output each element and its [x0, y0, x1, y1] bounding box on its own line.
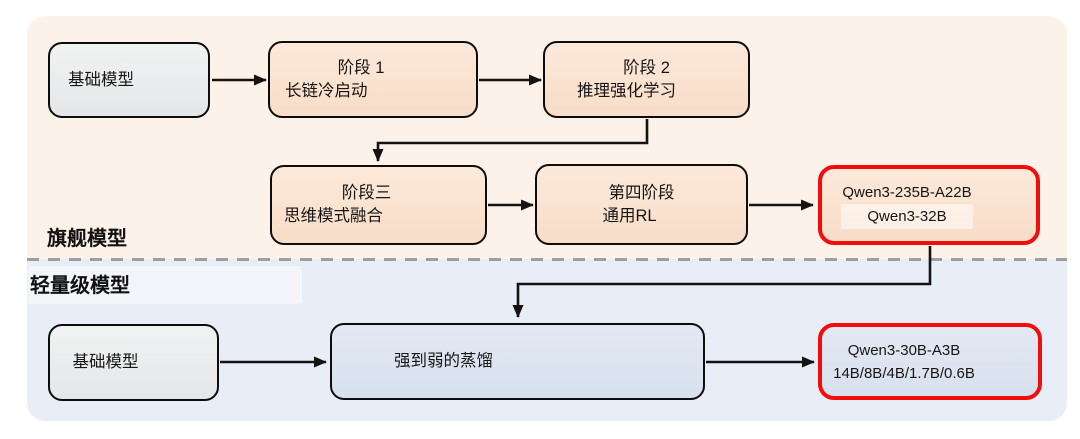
node-stage1-long-cot-cold-start: 阶段 1 长链冷启动 — [268, 41, 478, 118]
node-label: 强到弱的蒸馏 — [394, 352, 493, 370]
node-label-line1: Qwen3-30B-A3B — [847, 341, 961, 359]
flagship-section-title: 旗舰模型 — [47, 228, 127, 250]
node-label-line1: Qwen3-235B-A22B — [842, 184, 972, 201]
node-label: 基础模型 — [68, 70, 134, 89]
node-label-line1: 第四阶段 — [608, 183, 675, 202]
node-label-line2: 长链冷启动 — [285, 81, 368, 100]
node-strong-to-weak-distillation: 强到弱的蒸馏 — [330, 323, 705, 400]
node-label-line1: 阶段 2 — [623, 58, 670, 77]
node-label-line2: 思维模式融合 — [284, 207, 383, 225]
node-label-line2: 推理强化学习 — [577, 81, 676, 100]
node-stage4-general-rl: 第四阶段 通用RL — [535, 164, 748, 245]
node-label-line1: 阶段三 — [341, 184, 392, 202]
node-lightweight-output-models: Qwen3-30B-A3B 14B/8B/4B/1.7B/0.6B — [818, 323, 1042, 400]
node-stage3-thinking-mode-fusion: 阶段三 思维模式融合 — [270, 165, 487, 245]
lightweight-title-highlight — [28, 266, 302, 304]
node-lightweight-base-model: 基础模型 — [48, 324, 219, 401]
node-label-line2: Qwen3-32B — [822, 204, 992, 229]
node-stage2-reasoning-rl: 阶段 2 推理强化学习 — [543, 41, 750, 118]
node-label-line1: 阶段 1 — [337, 58, 385, 77]
node-flagship-base-model: 基础模型 — [48, 42, 210, 118]
lightweight-section-title: 轻量级模型 — [30, 275, 130, 297]
highlighted-model-name: Qwen3-32B — [841, 204, 973, 229]
node-label-line2: 通用RL — [602, 206, 657, 225]
node-flagship-output-models: Qwen3-235B-A22B Qwen3-32B — [818, 165, 1040, 245]
node-label-line2: 14B/8B/4B/1.7B/0.6B — [833, 364, 975, 382]
node-label: 基础模型 — [72, 353, 139, 371]
